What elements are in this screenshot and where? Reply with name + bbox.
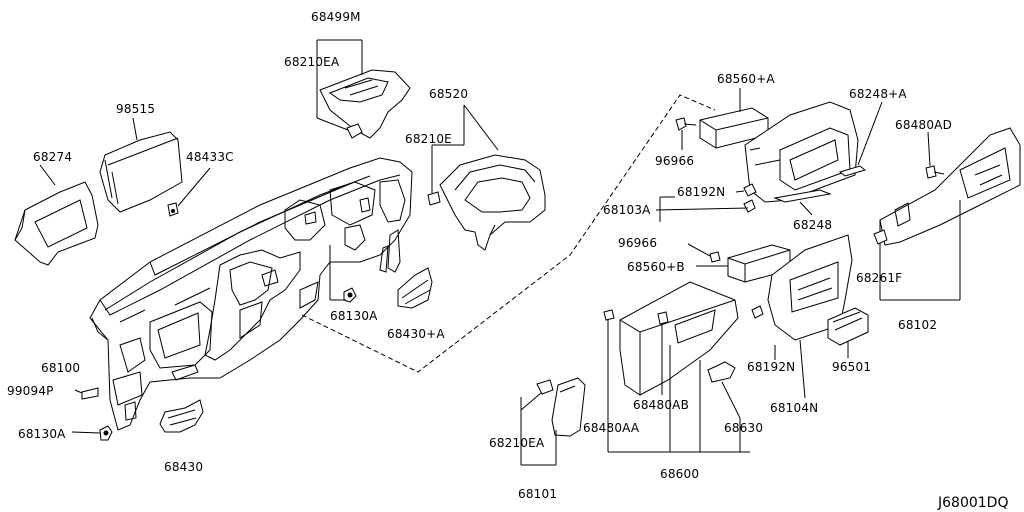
clip-part-68130A-mid <box>343 287 357 303</box>
clip-part-68480AD <box>925 131 945 179</box>
bezel-part-68104N <box>751 234 853 399</box>
label-68192N-low: 68192N <box>747 360 796 374</box>
label-68103A: 68103A <box>603 203 651 217</box>
part-99094P-shape <box>81 387 99 400</box>
label-68261F: 68261F <box>856 271 903 285</box>
screw-part-96966-mid <box>687 243 728 267</box>
glove-box-part-68600 <box>603 281 750 453</box>
label-68100: 68100 <box>41 361 81 375</box>
cover-part-68101 <box>520 377 586 466</box>
label-68430A: 68430+A <box>387 327 445 341</box>
cover-part-68274 <box>14 164 99 266</box>
label-68520: 68520 <box>429 87 469 101</box>
label-96966-top: 96966 <box>655 154 695 168</box>
duct-part-68430 <box>159 399 204 433</box>
label-68630: 68630 <box>724 421 764 435</box>
label-68102: 68102 <box>898 318 938 332</box>
pocket-part-68560A <box>699 88 769 149</box>
label-68130A-mid: 68130A <box>330 309 378 323</box>
label-68560A: 68560+A <box>717 72 775 86</box>
duct-part-68430A <box>397 267 433 309</box>
label-68430: 68430 <box>164 460 204 474</box>
clip-part-68261F <box>873 229 888 268</box>
label-96966-mid: 96966 <box>618 236 658 250</box>
label-48433C: 48433C <box>186 150 234 164</box>
airbag-part-98515 <box>99 117 183 213</box>
label-68274: 68274 <box>33 150 73 164</box>
lid-part-68102 <box>879 127 1021 301</box>
label-68101: 68101 <box>518 487 558 501</box>
label-68480AA: 68480AA <box>583 421 640 435</box>
clip-part-68192N-top <box>735 183 757 197</box>
bezel-part-68103A <box>743 101 859 213</box>
label-68104N: 68104N <box>770 401 819 415</box>
label-68210E: 68210E <box>405 132 452 146</box>
label-68210EA-top: 68210EA <box>284 55 340 69</box>
label-68499M: 68499M <box>311 10 361 24</box>
label-68210EA-low: 68210EA <box>489 436 545 450</box>
latch-part-68630 <box>707 361 741 452</box>
label-68192N-top: 68192N <box>677 185 726 199</box>
label-68248: 68248 <box>793 218 833 232</box>
dash-panel-part-68100 <box>89 157 413 431</box>
screw-part-96966-top <box>675 117 697 150</box>
switch-part-96501 <box>827 307 869 358</box>
label-68248A: 68248+A <box>849 87 907 101</box>
bolt-part-48433C <box>167 167 211 217</box>
label-98515: 98515 <box>116 102 156 116</box>
diagram-code: J68001DQ <box>938 495 1009 511</box>
label-68480AB: 68480AB <box>633 398 690 412</box>
label-68130A-low: 68130A <box>18 427 66 441</box>
label-99094P: 99094P <box>7 384 54 398</box>
label-68560B: 68560+B <box>627 260 685 274</box>
meter-hood-part-68520 <box>427 104 546 251</box>
strip-part-68248 <box>773 101 883 216</box>
label-68600: 68600 <box>660 467 700 481</box>
lid-part-68499M <box>316 39 411 139</box>
label-96501: 96501 <box>832 360 872 374</box>
group-enclosure-line <box>301 94 716 373</box>
label-68480AD: 68480AD <box>895 118 953 132</box>
clip-part-68130A-low <box>99 425 113 441</box>
